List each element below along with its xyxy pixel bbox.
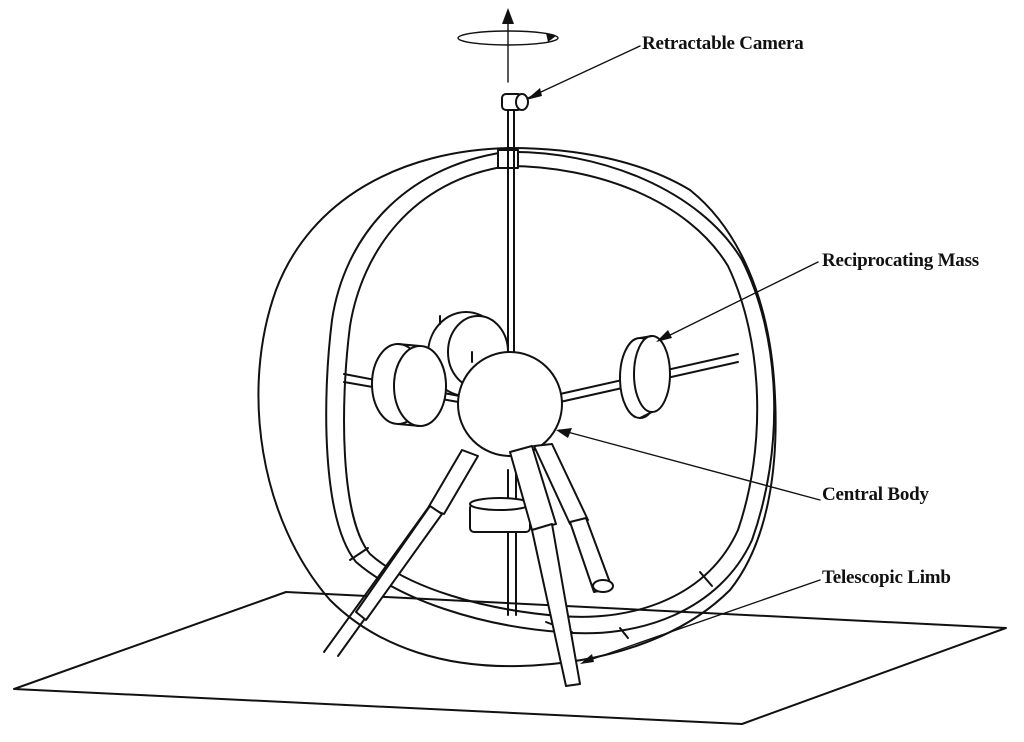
central-body [457, 351, 563, 457]
camera-label: Retractable Camera [642, 33, 804, 54]
back-limb-foot [619, 627, 629, 639]
body-label: Central Body [822, 484, 929, 505]
right-reciprocating-mass [619, 335, 671, 419]
front-limb-left [355, 449, 479, 621]
lower-mass [469, 497, 531, 533]
retractable-camera [501, 93, 529, 111]
left-reciprocating-mass [371, 343, 447, 427]
outer-shell [257, 147, 777, 668]
axis-arrowhead [502, 8, 514, 24]
mass-leader [659, 261, 819, 341]
mass-label: Reciprocating Mass [822, 250, 980, 271]
camera-leader [527, 45, 641, 99]
ground-plane [13, 591, 1007, 725]
front-limb-right [533, 443, 614, 593]
telescopic-limb-center [509, 445, 581, 687]
rotation-arrow [457, 30, 559, 46]
limb-leader [583, 579, 821, 663]
limb-label: Telescopic Limb [822, 567, 951, 588]
body-leader [559, 429, 821, 501]
